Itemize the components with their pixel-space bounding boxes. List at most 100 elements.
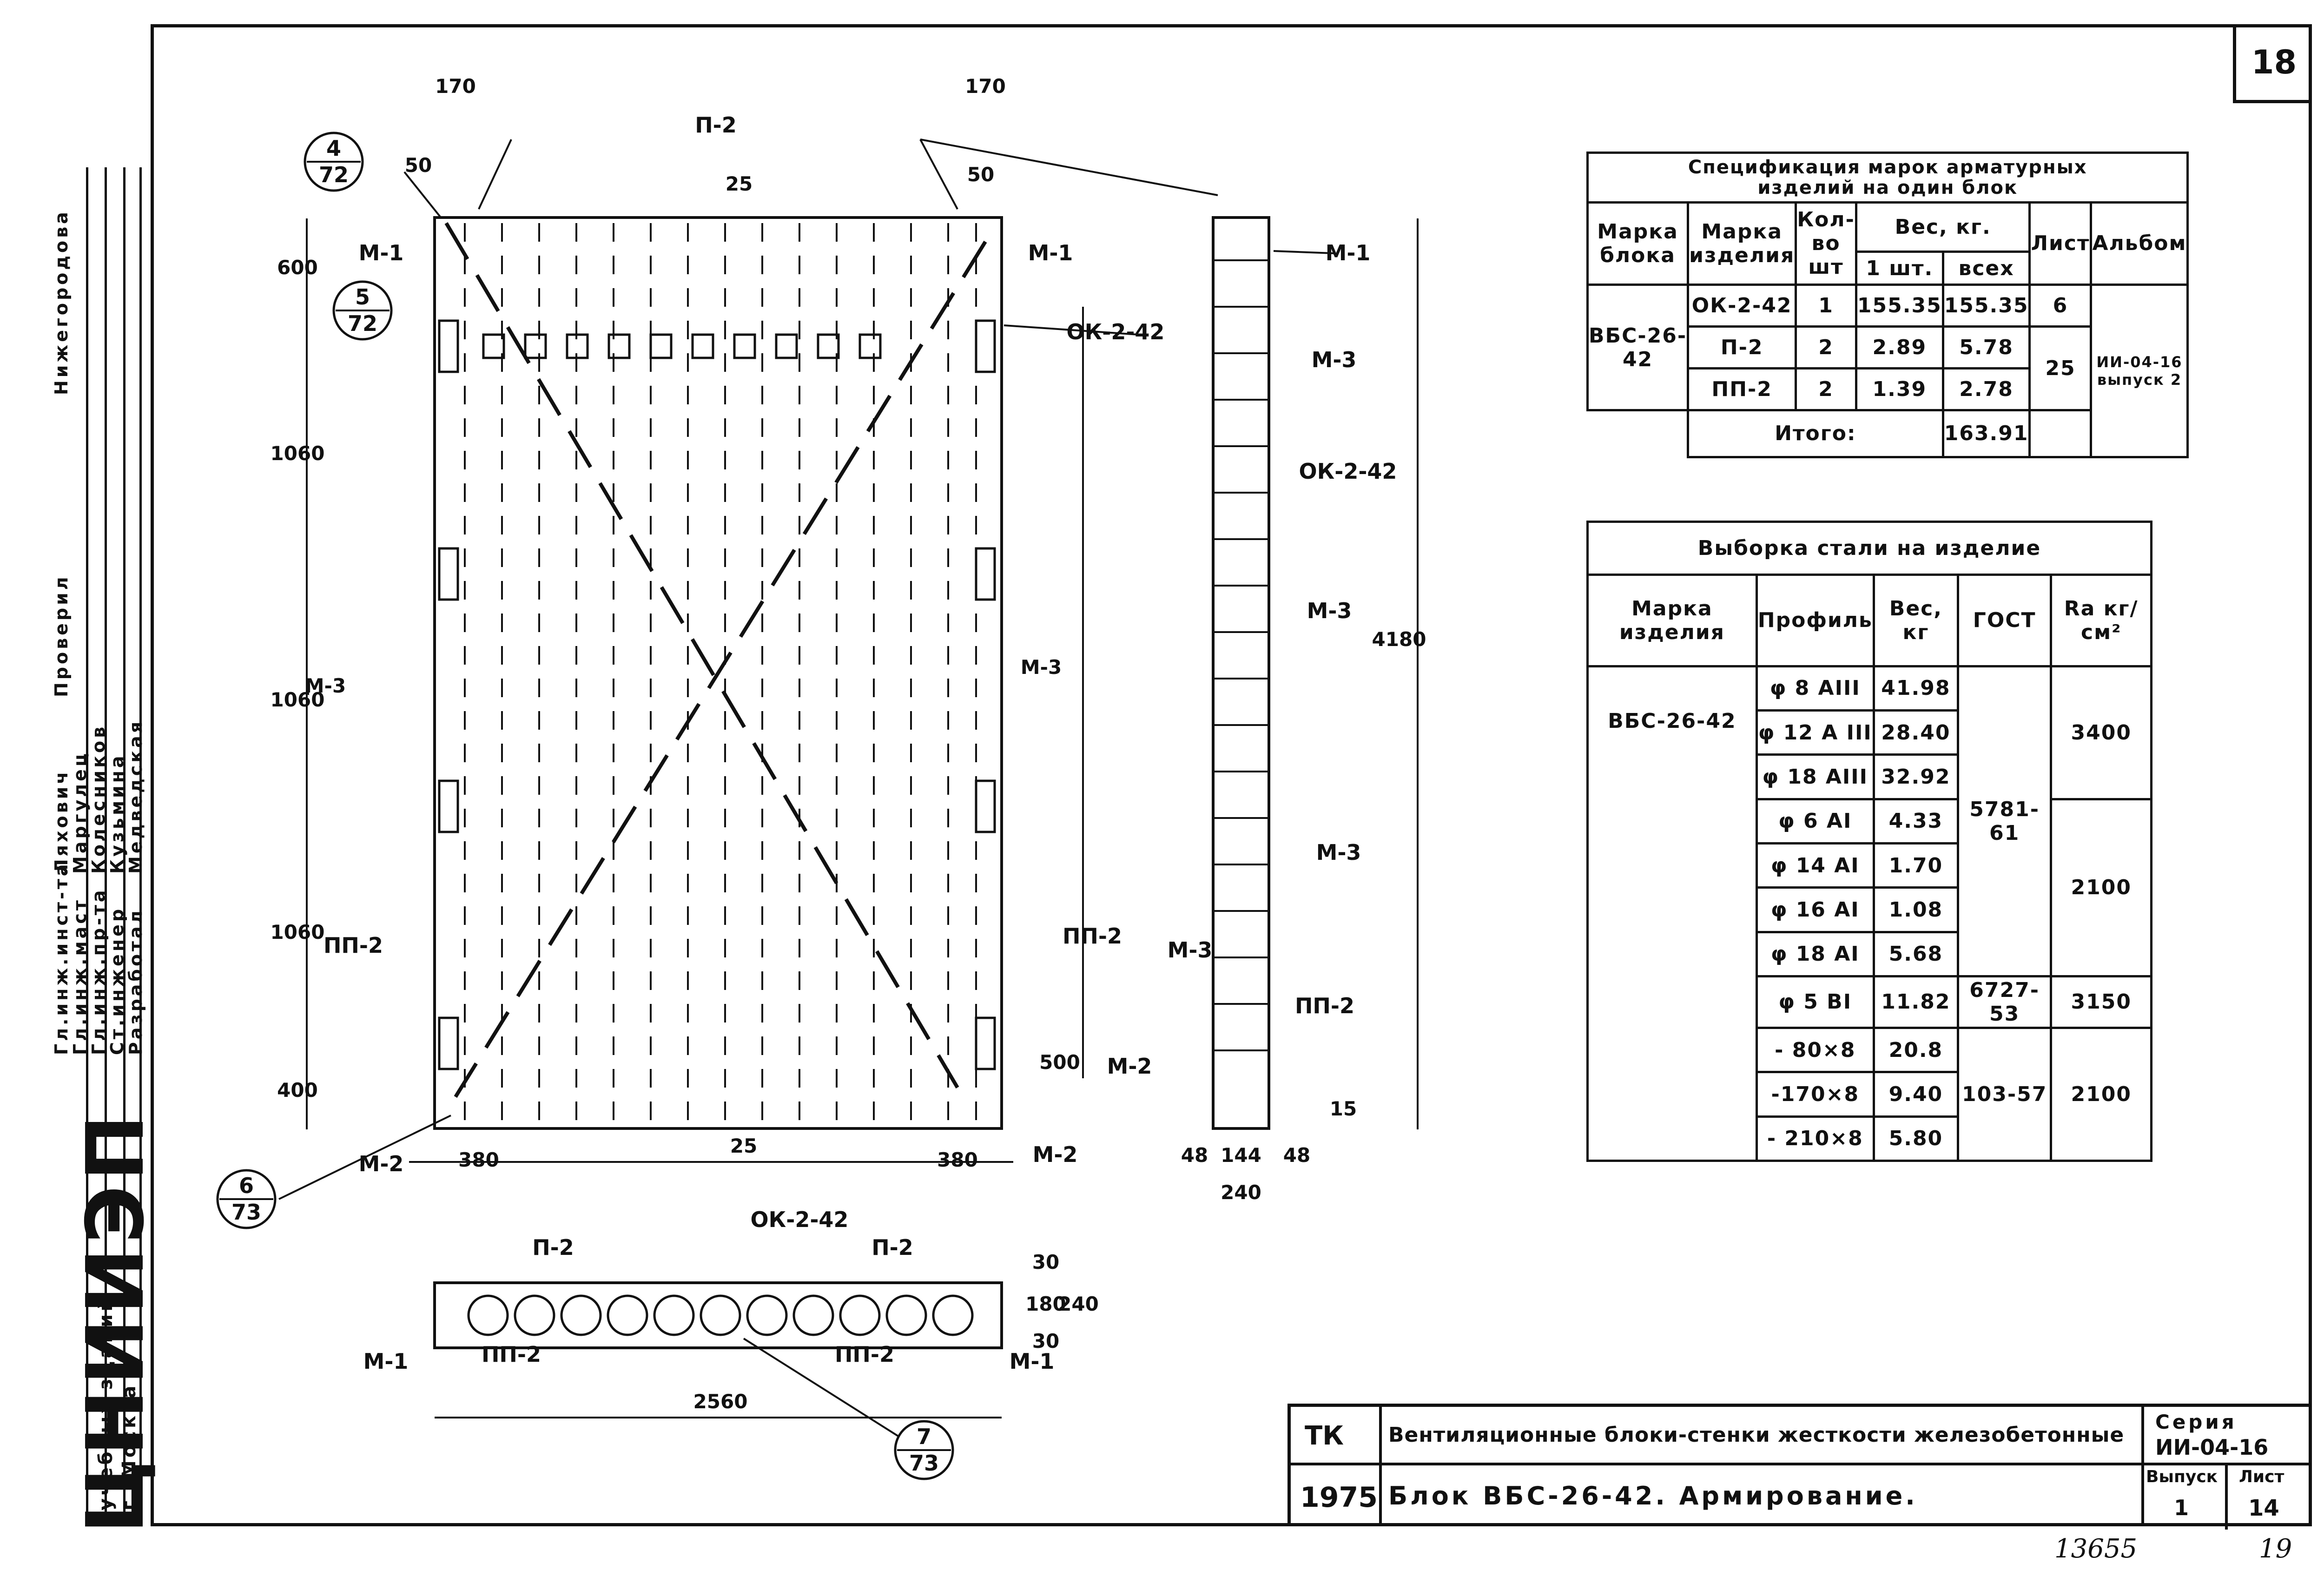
cell: 1.39: [1855, 367, 1944, 411]
side-view: [1212, 216, 1270, 1130]
cell: П-2: [1687, 325, 1797, 369]
table-row: φ 16 AI 1.08: [1588, 886, 2152, 933]
cell: φ 6 AI: [1755, 798, 1875, 845]
cell: φ 8 AIII: [1755, 665, 1875, 712]
cell: φ 5 BI: [1755, 975, 1875, 1029]
cell: 2.78: [1941, 367, 2031, 411]
callout-num: 6: [239, 1173, 254, 1198]
dim-25: 25: [726, 172, 753, 195]
spec-h-qty: Кол-во шт: [1795, 201, 1857, 286]
table-row: φ 18 AI 5.68: [1588, 930, 2152, 978]
cell: 103-57: [1956, 1026, 2053, 1162]
dim-1060: 1060: [271, 921, 325, 943]
cell: 2100: [2050, 1026, 2152, 1162]
divider: [2225, 1463, 2228, 1530]
steel-h-profile: Профиль: [1755, 573, 1875, 667]
title-line2: Блок ВБС-26-42. Армирование.: [1388, 1481, 1918, 1511]
section-view: [433, 1281, 1003, 1349]
diagonal-bars: [444, 222, 987, 1098]
issue: 1: [2174, 1495, 2189, 1520]
table-row: φ 12 A III 28.40: [1588, 709, 2152, 756]
dim-15: 15: [1330, 1097, 1357, 1120]
cell: 1.08: [1872, 886, 1959, 933]
cell: ОК-2-42: [1687, 284, 1797, 328]
tk: ТК: [1305, 1421, 1344, 1451]
callout-den: 73: [909, 1451, 939, 1476]
sidebar-divider: [139, 167, 142, 1526]
divider: [1291, 1463, 2312, 1465]
spec-h-wall: всех: [1941, 251, 2031, 286]
cell: φ 18 AIII: [1755, 753, 1875, 800]
label-p2-section: П-2: [872, 1235, 913, 1260]
cell: φ 16 AI: [1755, 886, 1875, 933]
inventory-number: 13655: [2054, 1534, 2138, 1564]
section-holes: [467, 1294, 974, 1336]
label-m1-right: М-1: [1028, 240, 1073, 265]
label-pp2-section: ПП-2: [482, 1342, 541, 1367]
cell: 4.33: [1872, 798, 1959, 845]
table-row: ВБС-26-42 φ 8 AIII 41.98 5781-61 3400: [1586, 665, 2152, 1162]
dim-380: 380: [458, 1148, 499, 1171]
label-m1-side: М-1: [1326, 240, 1371, 265]
label-p2-top: П-2: [695, 112, 737, 138]
cell: 5781-61: [1956, 665, 2053, 978]
dim-30: 30: [1032, 1330, 1059, 1352]
label-m2-left: М-2: [359, 1151, 404, 1176]
spec-h-sheet: Лист: [2028, 201, 2093, 286]
issue-label: Выпуск: [2146, 1467, 2218, 1486]
label-m2-side: М-2: [1107, 1054, 1152, 1079]
cell: φ 18 AI: [1755, 930, 1875, 978]
callout-den: 73: [231, 1200, 261, 1225]
divider: [2141, 1407, 2144, 1526]
cell: 3400: [2050, 665, 2152, 800]
cell: 155.35: [1855, 284, 1944, 328]
table-row: ВБС-26-42 ОК-2-42 1 155.35 155.35 6 ИИ-0…: [1586, 284, 2189, 458]
cell: 25: [2028, 325, 2093, 411]
dim-50: 50: [405, 154, 432, 177]
dim-30: 30: [1032, 1251, 1059, 1273]
cell: -170×8: [1755, 1071, 1875, 1118]
steel-h-mark: Марка изделия: [1586, 573, 1758, 667]
callout-num: 7: [917, 1424, 931, 1449]
dim-500: 500: [1039, 1051, 1080, 1074]
cell: 9.40: [1872, 1071, 1959, 1118]
sidebar-divider: [123, 167, 125, 1526]
series-label: Серия: [2155, 1411, 2237, 1433]
label-pp2: ПП-2: [1063, 924, 1122, 949]
series: ИИ-04-16: [2155, 1435, 2269, 1460]
cell: 5.80: [1872, 1115, 1959, 1162]
cell: 155.35: [1941, 284, 2031, 328]
sidebar-divider: [86, 167, 88, 1526]
spec-h-item: Марка изделия: [1687, 201, 1797, 286]
page-number: 19: [2259, 1534, 2292, 1564]
year: 1975: [1300, 1481, 1378, 1514]
cell: - 80×8: [1755, 1026, 1875, 1074]
dim-50: 50: [967, 163, 994, 186]
dim-1060: 1060: [271, 442, 325, 465]
sheet-number: 18: [2233, 24, 2312, 103]
cell: 3150: [2050, 975, 2152, 1029]
embedded-plates: [438, 319, 996, 1070]
label-m1-section: М-1: [1010, 1349, 1055, 1374]
dim-25: 25: [730, 1135, 757, 1157]
cell: 2100: [2050, 798, 2152, 978]
cell: 32.92: [1872, 753, 1959, 800]
table-row: φ 14 AI 1.70: [1588, 842, 2152, 889]
sidebar-divider: [105, 167, 107, 1526]
table-row: -170×8 9.40: [1588, 1071, 2152, 1118]
callout-num: 4: [326, 136, 341, 161]
sheet: 14: [2248, 1495, 2279, 1521]
cell: φ 14 AI: [1755, 842, 1875, 889]
dim-48: 48: [1283, 1144, 1310, 1167]
cell: 5.68: [1872, 930, 1959, 978]
dim-170: 170: [435, 75, 476, 98]
label-pp2: ПП-2: [324, 933, 383, 958]
label-ok-section: ОК-2-42: [751, 1207, 849, 1232]
cell: 20.8: [1872, 1026, 1959, 1074]
block-outline: [433, 216, 1003, 1130]
steel-table: Выборка стали на изделие Марка изделия П…: [1586, 521, 2152, 1162]
sheet-label: Лист: [2239, 1467, 2284, 1486]
table-row: φ 6 AI 4.33 2100: [1588, 798, 2152, 978]
table-row: Итого: 163.91: [1587, 409, 2188, 459]
